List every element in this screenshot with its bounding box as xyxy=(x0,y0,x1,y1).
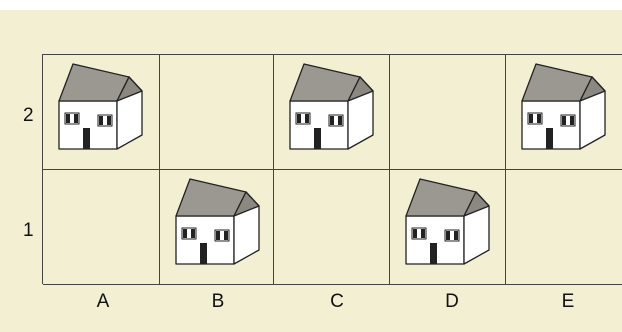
column-label-e: E xyxy=(562,292,575,311)
cell-b1 xyxy=(160,170,274,285)
column-label-d: D xyxy=(445,292,459,311)
house-roof xyxy=(290,64,360,101)
house-window xyxy=(412,228,426,239)
house-window xyxy=(445,230,459,241)
house-door xyxy=(430,243,437,264)
cell-e2 xyxy=(506,55,622,170)
house-grid xyxy=(42,54,622,284)
house-roof xyxy=(522,64,592,101)
house-window xyxy=(182,228,196,239)
house-icon xyxy=(286,61,378,157)
house-window xyxy=(528,113,542,124)
cell-e1 xyxy=(506,170,622,285)
cell-c2 xyxy=(274,55,390,170)
house-roof xyxy=(59,64,129,101)
house-window xyxy=(65,113,79,124)
cell-a2 xyxy=(43,55,160,170)
house-door xyxy=(546,128,553,149)
house-icon xyxy=(55,61,147,157)
house-door xyxy=(314,128,321,149)
house-window xyxy=(329,115,343,126)
house-roof xyxy=(176,179,246,216)
column-label-c: C xyxy=(330,292,344,311)
house-door xyxy=(200,243,207,264)
cell-b2 xyxy=(160,55,274,170)
house-icon xyxy=(518,61,610,157)
row-label-2: 2 xyxy=(23,106,34,125)
house-window xyxy=(296,113,310,124)
cell-d1 xyxy=(390,170,506,285)
column-label-a: A xyxy=(97,292,110,311)
house-icon xyxy=(172,176,264,272)
row-label-1: 1 xyxy=(23,221,34,240)
house-door xyxy=(83,128,90,149)
cell-a1 xyxy=(43,170,160,285)
house-window xyxy=(98,115,112,126)
column-label-b: B xyxy=(212,292,225,311)
cell-c1 xyxy=(274,170,390,285)
house-icon xyxy=(402,176,494,272)
house-window xyxy=(215,230,229,241)
house-window xyxy=(561,115,575,126)
house-roof xyxy=(406,179,476,216)
cell-d2 xyxy=(390,55,506,170)
